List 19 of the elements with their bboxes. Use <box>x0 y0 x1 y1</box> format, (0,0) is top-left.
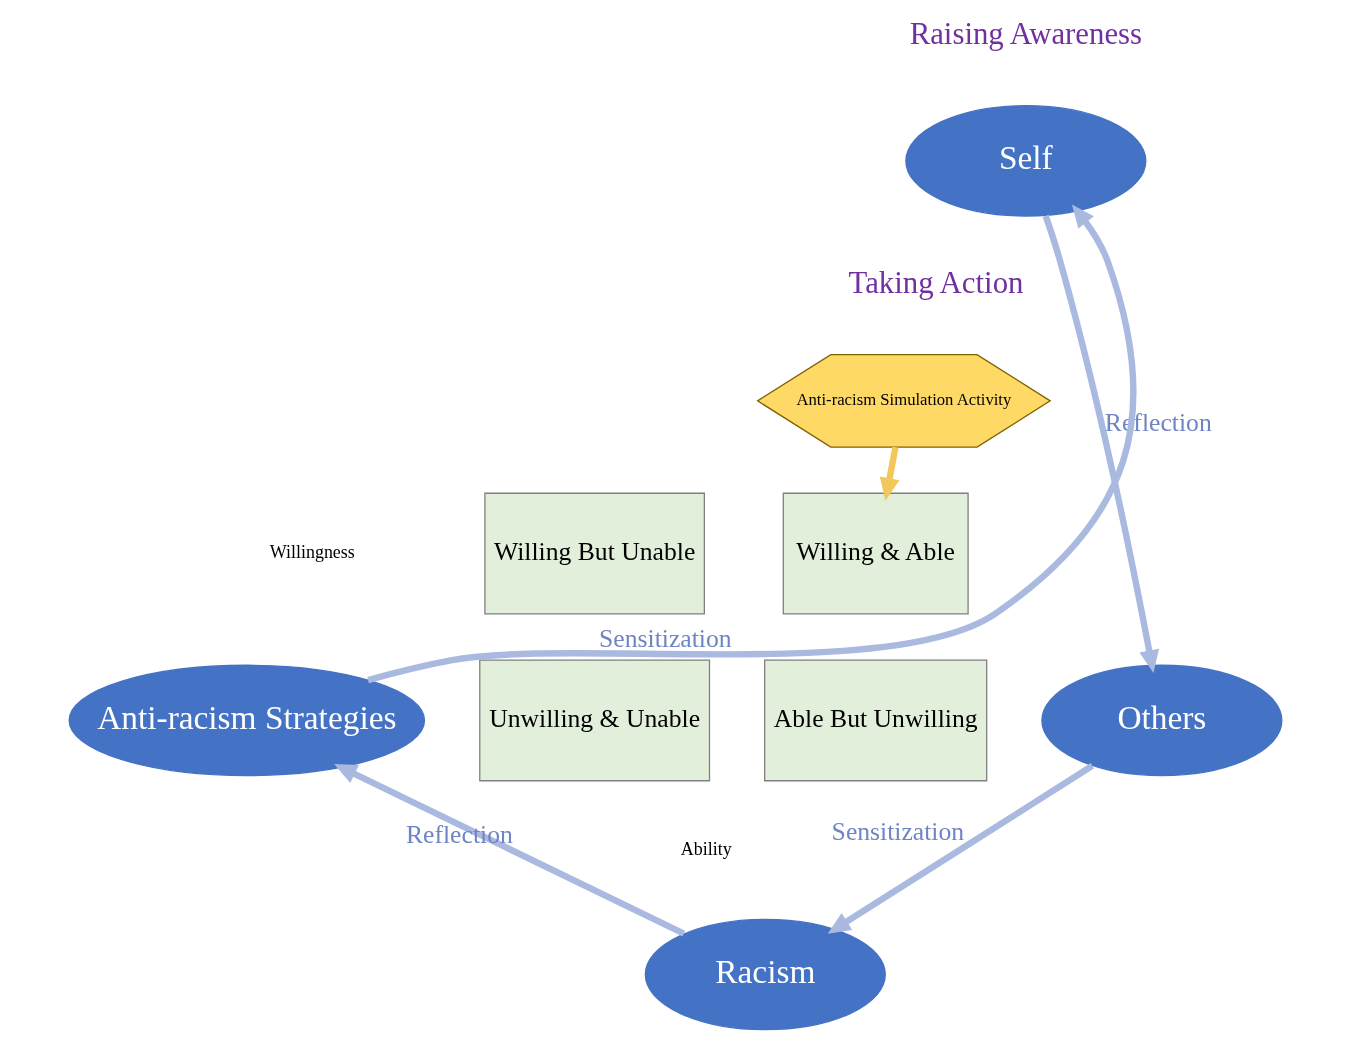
arrow <box>1042 214 1160 674</box>
node-box: Unwilling & Unable <box>479 659 711 782</box>
label: Willingness <box>269 542 355 563</box>
node-ellipse: Racism <box>644 918 886 1031</box>
arrow <box>827 763 1095 934</box>
label: Taking Action <box>848 266 1024 301</box>
node-box: Able But Unwilling <box>764 659 988 782</box>
node-box: Willing But Unable <box>484 492 705 615</box>
node-ellipse: Anti-racism Strategies <box>68 664 426 777</box>
arrow <box>367 204 1137 684</box>
edge-label: Sensitization <box>831 816 965 846</box>
node-box: Willing & Able <box>782 492 969 615</box>
node-ellipse: Others <box>1041 664 1283 777</box>
edge-label: Sensitization <box>599 623 732 653</box>
arrow <box>334 764 686 937</box>
node-ellipse: Self <box>905 105 1147 217</box>
label: Raising Awareness <box>909 17 1143 52</box>
arrow <box>879 446 900 501</box>
label: Ability <box>680 838 732 859</box>
